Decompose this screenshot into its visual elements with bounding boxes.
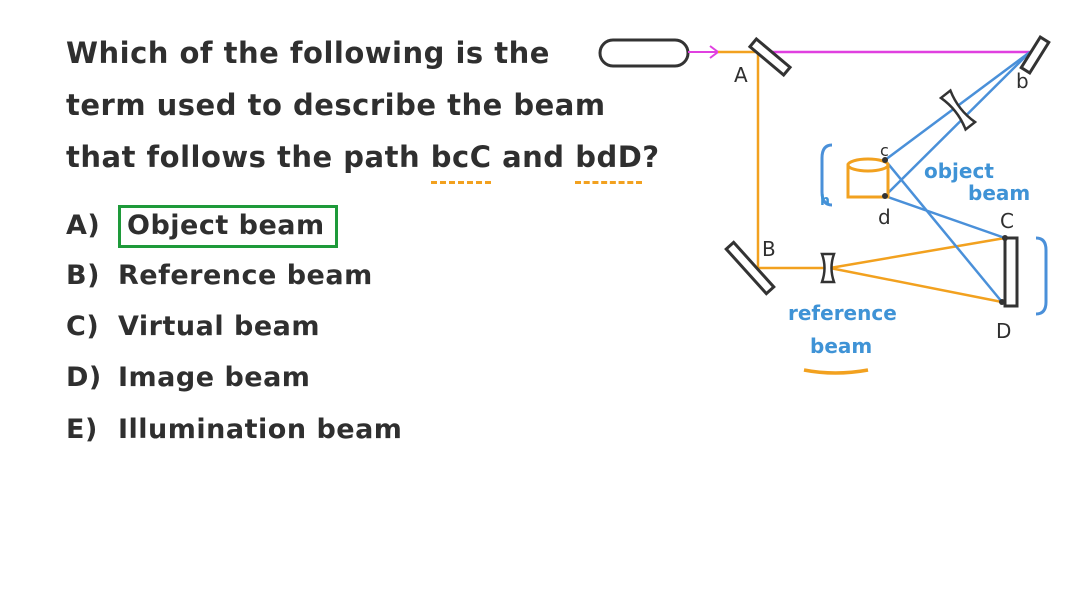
option-a-text: Object beam xyxy=(127,210,325,241)
reference-beam-to-D xyxy=(829,266,1003,304)
object-beam-d-to-C xyxy=(884,194,1006,240)
point-D-marker xyxy=(999,299,1005,305)
path-bdD: bdD xyxy=(575,140,643,184)
object-beam-label-line-2: beam xyxy=(968,181,1030,205)
option-b[interactable]: B) Reference beam xyxy=(66,260,373,291)
reference-beam-label-line-1: reference xyxy=(788,301,897,325)
label-B: B xyxy=(762,237,776,261)
point-C-marker xyxy=(1002,235,1008,241)
object-beam-label-line-1: object xyxy=(924,159,994,183)
reference-beam-to-C xyxy=(829,236,1006,270)
question-line-3-prefix: that follows the path xyxy=(66,140,421,174)
label-b: b xyxy=(1016,69,1029,93)
question-line-3: that follows the path bcC and bdD? xyxy=(66,140,660,184)
option-c-text: Virtual beam xyxy=(118,311,320,342)
reference-lens-icon xyxy=(820,252,836,284)
path-bcC: bcC xyxy=(430,140,492,184)
reference-beam-underline xyxy=(803,368,869,375)
option-a-letter: A) xyxy=(66,210,101,241)
option-d[interactable]: D) Image beam xyxy=(66,362,310,393)
object-cylinder-icon xyxy=(846,157,890,199)
label-D: D xyxy=(996,319,1011,343)
mirror-b-icon xyxy=(1019,35,1051,75)
option-c-letter: C) xyxy=(66,311,100,342)
option-e-text: Illumination beam xyxy=(118,414,403,445)
laser-icon xyxy=(598,38,690,68)
object-lens-icon xyxy=(938,88,978,132)
option-b-text: Reference beam xyxy=(118,260,373,291)
option-e[interactable]: E) Illumination beam xyxy=(66,414,402,445)
label-d: d xyxy=(878,205,891,229)
option-e-letter: E) xyxy=(66,414,98,445)
mirror-A-icon xyxy=(747,36,793,78)
option-d-letter: D) xyxy=(66,362,102,393)
label-A: A xyxy=(734,63,748,87)
reference-beam-label-line-2: beam xyxy=(810,334,872,358)
question-line-2: term used to describe the beam xyxy=(66,88,606,122)
label-c: c xyxy=(880,141,889,160)
question-line-1: Which of the following is the xyxy=(66,36,550,70)
object-beam-c-to-D xyxy=(884,159,1003,303)
label-C: C xyxy=(1000,209,1014,233)
selected-answer-box: Object beam xyxy=(118,205,338,248)
option-b-letter: B) xyxy=(66,260,100,291)
option-c[interactable]: C) Virtual beam xyxy=(66,311,320,342)
object-bracket xyxy=(820,143,833,207)
option-d-text: Image beam xyxy=(118,362,311,393)
object-beam-b-to-d xyxy=(884,51,1031,197)
photographic-plate-icon xyxy=(1003,236,1019,308)
plate-bracket xyxy=(1035,236,1048,316)
question-and: and xyxy=(502,140,565,174)
mirror-B-icon xyxy=(724,240,776,296)
point-c-marker xyxy=(882,157,888,163)
option-a[interactable]: A) Object beam xyxy=(66,205,338,248)
question-mark: ? xyxy=(642,140,660,174)
point-d-marker xyxy=(882,193,888,199)
label-h: h xyxy=(820,193,830,209)
